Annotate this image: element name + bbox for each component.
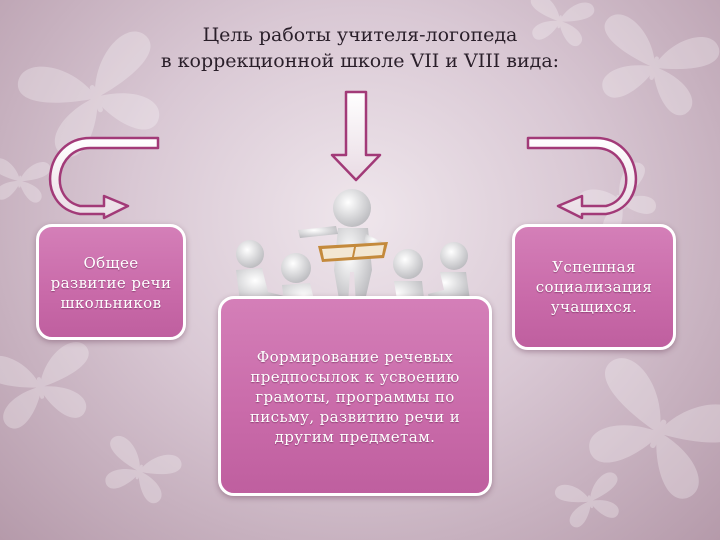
- goal-text-line: другим предметам.: [274, 428, 436, 446]
- butterfly-icon: [569, 352, 720, 511]
- goal-text-line: письму, развитию речи и: [249, 408, 461, 426]
- butterfly-icon: [553, 470, 628, 531]
- goal-text-line: социализация: [535, 278, 653, 296]
- goal-text-line: Общее: [83, 254, 139, 272]
- goal-text-line: грамоты, программы по: [255, 388, 455, 406]
- goal-text-line: развитие речи: [50, 274, 172, 292]
- butterfly-icon: [95, 433, 184, 509]
- goal-box-speech-prerequisites: Формирование речевых предпосылок к усвое…: [218, 296, 492, 496]
- goal-text-line: учащихся.: [550, 298, 638, 316]
- title-line-1: Цель работы учителя-логопеда: [202, 24, 518, 46]
- butterfly-icon: [586, 11, 720, 122]
- page-title: Цель работы учителя-логопеда в коррекцио…: [120, 22, 600, 74]
- goal-text-line: предпосылок к усвоению: [250, 368, 460, 386]
- goal-text-line: школьников: [60, 294, 162, 312]
- butterfly-icon: [0, 339, 100, 433]
- goal-box-general-speech: Общее развитие речи школьников: [36, 224, 186, 340]
- goal-box-socialization: Успешная социализация учащихся.: [512, 224, 676, 350]
- goal-text-line: Успешная: [552, 258, 636, 276]
- goal-text-line: Формирование речевых: [256, 348, 454, 366]
- butterfly-icon: [0, 157, 52, 204]
- title-line-2: в коррекционной школе VII и VIII вида:: [160, 50, 560, 72]
